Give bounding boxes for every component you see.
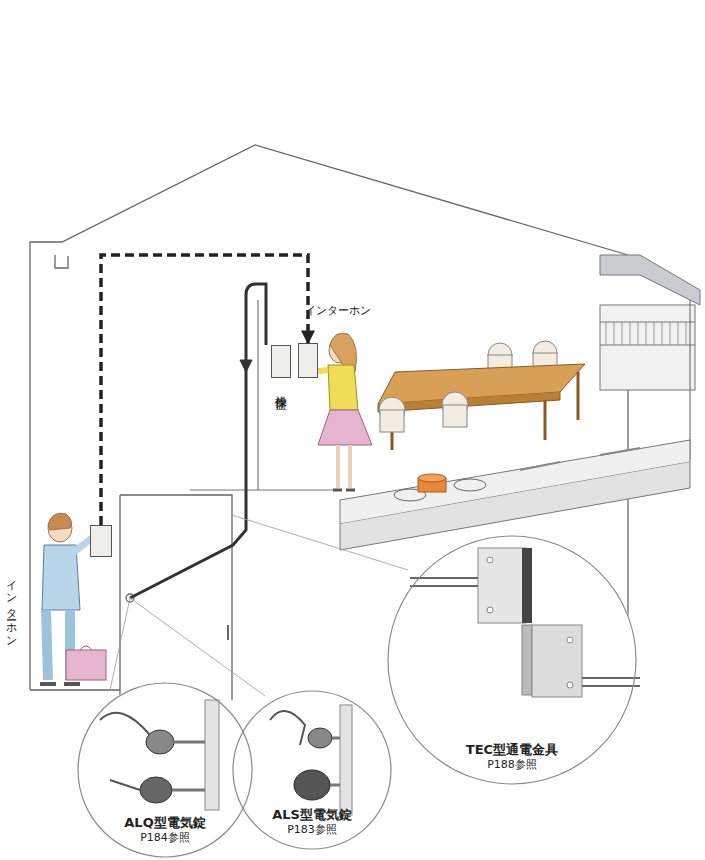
hinge-detail (567, 637, 573, 643)
alq-lock-detail (140, 777, 172, 803)
detail-circle-background (387, 535, 637, 785)
als-lock-detail (340, 705, 352, 815)
kitchen-counter (454, 479, 486, 491)
dining-table (392, 372, 578, 450)
part-label: TEC型通電金具 (466, 742, 558, 758)
house-outline (55, 255, 68, 268)
lock-wire (130, 284, 266, 598)
balcony (600, 305, 695, 390)
kitchen-counter (418, 474, 446, 482)
als-lock-detail (270, 705, 352, 815)
hinge-detail (567, 682, 573, 688)
circle-outline (78, 683, 252, 857)
visitor-figure (66, 650, 106, 680)
interior-walls (257, 300, 258, 490)
leader-line (130, 598, 265, 696)
hinge-detail (410, 548, 640, 697)
page-reference: P183参照 (287, 823, 337, 836)
balcony (606, 322, 686, 345)
hinge-detail (410, 578, 478, 586)
visitor-figure (40, 682, 80, 686)
balcony (600, 255, 700, 305)
als-lock-detail (308, 728, 332, 748)
door (120, 495, 232, 700)
circle-outline (388, 536, 636, 784)
hinge-detail (487, 557, 493, 563)
intercom-unit: インターホン (90, 525, 112, 557)
hinge-detail (522, 625, 532, 695)
woman-figure (312, 333, 372, 490)
visitor-figure (48, 514, 72, 542)
visitor-figure (48, 513, 71, 530)
alq-lock-detail (205, 700, 219, 810)
hinge-detail (487, 607, 493, 613)
detail-circle-background (77, 535, 637, 858)
door (120, 495, 232, 700)
dining-table (443, 405, 467, 427)
hinge-detail (532, 625, 582, 697)
interior-walls (689, 300, 690, 460)
alq-lock-detail (100, 700, 219, 810)
house-outline (30, 689, 120, 690)
alq-lock-detail (110, 780, 140, 790)
leader-line (232, 515, 408, 570)
hinge-detail (478, 548, 526, 623)
door (227, 625, 229, 640)
woman-figure (333, 489, 355, 492)
page-reference: P184参照 (140, 831, 190, 844)
signal-connector (101, 255, 308, 525)
als-lock-detail (294, 770, 330, 800)
kitchen-counter (520, 448, 640, 470)
hinge-detail (582, 678, 640, 686)
visitor-figure (80, 646, 92, 650)
dining-table (380, 410, 404, 432)
balcony (600, 255, 700, 390)
dining-table (378, 341, 585, 450)
balcony (600, 322, 695, 345)
hinge-detail (522, 548, 532, 623)
control-panel: 操作盤 (271, 345, 291, 378)
part-label: ALS型電気錠 (272, 807, 352, 823)
woman-figure (338, 445, 350, 488)
woman-figure (318, 410, 372, 445)
alq-lock-detail (172, 742, 205, 790)
lock-wire (240, 360, 252, 372)
part-label: インターホン (305, 304, 371, 317)
intercom-unit: インターホン (298, 343, 318, 378)
detail-circle-background (77, 682, 253, 858)
page-reference: P188参照 (487, 758, 537, 771)
als-lock-detail (330, 738, 340, 785)
part-label: ALQ型電気錠 (124, 815, 205, 831)
part-label: 操作盤 (274, 386, 288, 389)
kitchen-counter (340, 440, 690, 550)
detail-circle: TEC型通電金具P188参照 (387, 535, 637, 785)
lock-wire (130, 284, 266, 598)
woman-figure (328, 365, 358, 410)
alq-lock-detail (100, 713, 150, 735)
leader-line (110, 515, 408, 696)
circle-outline (233, 691, 391, 849)
detail-circle: ALQ型電気錠P184参照 (77, 682, 253, 858)
part-label: インターホン (5, 572, 18, 643)
detail-circle-background (232, 690, 392, 850)
detail-circle: ALS型電気錠P183参照 (232, 690, 392, 850)
visitor-figure (42, 545, 80, 610)
alq-lock-detail (146, 730, 174, 754)
leader-line (110, 598, 130, 690)
interior-walls (190, 489, 335, 490)
als-lock-detail (270, 711, 305, 745)
